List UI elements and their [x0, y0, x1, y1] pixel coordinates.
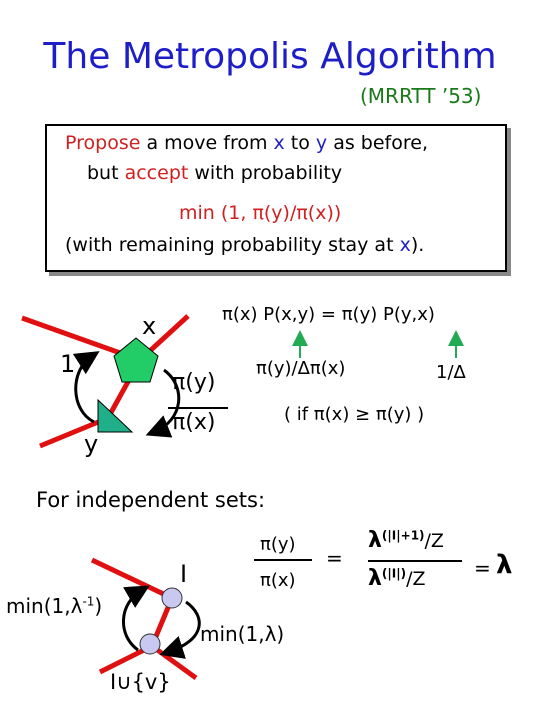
indep-heading: For independent sets:	[36, 488, 266, 512]
prob-down-label: min(1,λ-1)	[6, 594, 102, 618]
equals-2: =	[474, 556, 491, 580]
box-text: a move from	[140, 132, 274, 154]
lambda-symbol: λ	[368, 528, 382, 553]
lambda-result: λ	[496, 550, 513, 580]
state-Iv-label: I∪{v}	[110, 670, 171, 694]
lambda-symbol: λ	[368, 566, 382, 591]
is-edge-1	[90, 557, 174, 601]
box-line-2: but accept with probability	[87, 162, 342, 184]
equals-1: =	[326, 546, 343, 570]
lambda-den-div: /Z	[406, 568, 426, 590]
arrow-is-down	[159, 600, 201, 659]
box-text: to	[284, 132, 316, 154]
propose-word: Propose	[65, 132, 141, 154]
prob-down-close: )	[94, 594, 103, 618]
lambda-num-exponent: (|I|+1)	[381, 528, 425, 543]
state-x-ref: x	[399, 234, 411, 256]
state-I-label: I	[180, 560, 188, 588]
box-text: but	[87, 162, 125, 184]
lambda-num-div: /Z	[424, 530, 444, 552]
lambda-denominator: λ(|I|)/Z	[368, 566, 426, 591]
state-x-label: x	[142, 312, 157, 340]
is-edge-4	[150, 643, 198, 681]
acceptance-formula: min (1, π(y)/π(x))	[179, 202, 342, 224]
slide-subtitle: (MRRTT ’53)	[360, 84, 482, 108]
edge-bottom	[39, 415, 109, 449]
arrow-up-left	[72, 351, 100, 424]
state-y-ref: y	[315, 132, 328, 154]
box-text: (with remaining probability stay at	[65, 234, 400, 256]
slide-title: The Metropolis Algorithm	[43, 36, 497, 77]
pentagon-state-x	[113, 337, 159, 383]
detailed-balance-equation: π(x) P(x,y) = π(y) P(y,x)	[222, 304, 435, 325]
ratio-numerator: π(y)	[172, 370, 216, 395]
box-text: as before,	[327, 132, 428, 154]
indep-frac-num: π(y)	[260, 534, 296, 555]
arrow-down-right	[145, 368, 181, 438]
node-I	[161, 587, 183, 609]
accept-word: accept	[124, 162, 189, 184]
state-x-ref: x	[273, 132, 285, 154]
arrow-is-up	[122, 585, 150, 652]
box-line-4: (with remaining probability stay at x).	[65, 234, 424, 256]
lhs-value: π(y)/Δπ(x)	[256, 358, 346, 379]
condition-text: ( if π(x) ≥ π(y) )	[284, 404, 425, 425]
prob-one-label: 1	[60, 350, 76, 378]
prob-up-label: min(1,λ)	[200, 622, 285, 646]
box-text: with probability	[188, 162, 343, 184]
state-y-label: y	[84, 430, 99, 458]
definition-box: Propose a move from x to y as before, bu…	[45, 124, 507, 272]
triangle-state-y	[97, 398, 134, 433]
box-line-1: Propose a move from x to y as before,	[65, 132, 428, 154]
lambda-den-exponent: (|I|)	[381, 566, 407, 581]
rhs-value: 1/Δ	[436, 362, 466, 383]
ratio-denominator: π(x)	[172, 410, 216, 435]
node-Iv	[139, 633, 161, 655]
box-text: ).	[410, 234, 425, 256]
lambda-numerator: λ(|I|+1)/Z	[368, 528, 444, 553]
prob-down-text: min(1,λ	[6, 594, 83, 618]
prob-down-exponent: -1	[82, 594, 95, 609]
indep-frac-den: π(x)	[260, 570, 296, 591]
